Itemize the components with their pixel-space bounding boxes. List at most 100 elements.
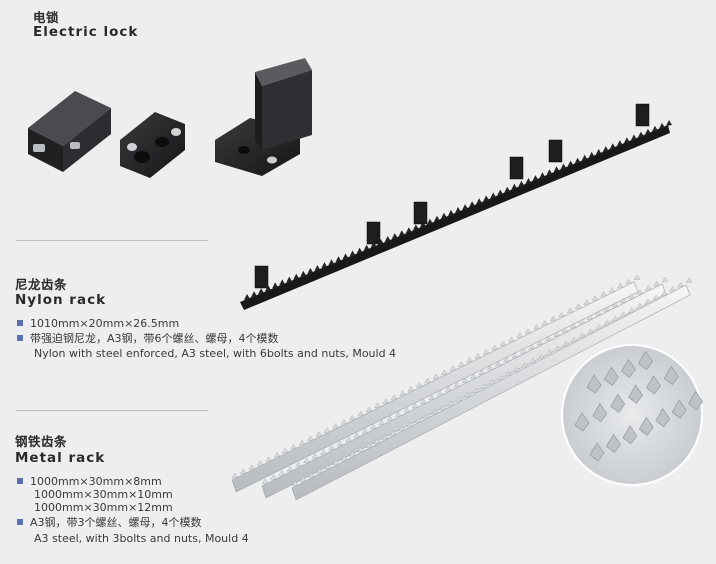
rack-tooth xyxy=(273,452,281,458)
rack-tooth xyxy=(539,172,546,179)
rack-tooth xyxy=(265,285,272,292)
rack-tooth xyxy=(569,322,577,329)
rack-tooth xyxy=(521,362,529,368)
rack-tooth xyxy=(619,311,627,318)
rack-tooth xyxy=(308,472,315,478)
rack-tooth xyxy=(600,291,607,297)
rack-tooth xyxy=(323,427,331,433)
metal-spec-size-2: 1000mm×30mm×10mm xyxy=(34,488,173,501)
rack-tooth xyxy=(399,390,406,396)
rack-tooth xyxy=(369,423,377,430)
rack-tooth xyxy=(653,280,661,287)
rack-tooth xyxy=(496,374,504,381)
rack-tooth xyxy=(299,476,307,483)
rack-tooth xyxy=(567,160,574,167)
rack-tooth xyxy=(336,440,344,447)
rack-tooth xyxy=(349,250,356,257)
rack-tooth xyxy=(316,467,323,474)
rack-tooth xyxy=(256,460,264,466)
rack-tooth xyxy=(419,221,426,228)
rack-tooth xyxy=(357,446,365,453)
rack-tooth xyxy=(561,327,569,333)
rack-tooth xyxy=(529,357,537,364)
rack-tooth xyxy=(474,353,482,359)
rack-tooth xyxy=(315,431,323,438)
rack-tooth xyxy=(619,297,627,304)
rack-tooth xyxy=(378,419,386,426)
rack-tooth xyxy=(463,391,471,398)
rack-tooth xyxy=(365,442,373,449)
rack-tooth xyxy=(415,381,423,388)
rack-tooth xyxy=(303,457,311,464)
rack-tooth xyxy=(461,377,469,384)
nylon-spec-zh: 带强迫钢尼龙，A3钢，带6个螺丝、螺母，4个模数 xyxy=(17,332,279,346)
rack-tooth xyxy=(286,276,293,283)
rack-tooth xyxy=(472,387,479,394)
rack-tooth xyxy=(499,340,507,347)
rack-tooth xyxy=(666,120,672,126)
rack-tooth xyxy=(444,386,452,392)
rack-tooth xyxy=(553,331,561,337)
rack-tooth xyxy=(455,207,461,213)
rack-tooth xyxy=(554,345,562,351)
rack-tooth xyxy=(603,319,611,326)
rack-tooth xyxy=(344,436,352,443)
rack-tooth xyxy=(478,369,486,375)
rack-tooth xyxy=(630,134,637,141)
rack-tooth xyxy=(549,315,557,322)
rack-tooth xyxy=(328,444,336,451)
rack-tooth xyxy=(504,186,511,193)
rack-tooth xyxy=(353,432,361,438)
rack-tooth xyxy=(637,131,644,138)
rack-tooth xyxy=(335,256,342,263)
rack-tooth xyxy=(636,303,644,309)
rack-tooth xyxy=(519,348,527,354)
rack-tooth xyxy=(511,183,518,190)
rack-tooth xyxy=(239,468,247,475)
rack-tooth xyxy=(558,311,565,318)
rack-tooth xyxy=(361,428,369,434)
rack-tooth xyxy=(546,349,553,356)
rack-tooth xyxy=(386,415,394,422)
rack-tooth xyxy=(578,332,586,339)
rack-tooth xyxy=(528,343,536,350)
rack-tooth xyxy=(669,286,676,292)
rack-tooth xyxy=(583,299,591,306)
rack-tooth xyxy=(623,137,630,144)
rack-tooth xyxy=(609,143,616,150)
bullet-icon xyxy=(17,519,23,525)
rack-tooth xyxy=(286,466,294,472)
bullet-icon xyxy=(17,478,23,484)
rack-tooth xyxy=(279,279,286,286)
rack-tooth xyxy=(494,360,502,367)
rack-tooth xyxy=(281,447,289,454)
rack-tooth xyxy=(469,201,476,208)
rack-tooth xyxy=(272,282,279,289)
metal-spec-size-1: 1000mm×30mm×8mm xyxy=(17,475,162,489)
lens-tooth xyxy=(628,384,643,404)
rack-tooth xyxy=(588,151,595,158)
rack-tooth xyxy=(319,449,327,455)
rack-tooth xyxy=(491,344,498,351)
rack-tooth xyxy=(546,169,553,176)
rack-tooth xyxy=(516,332,524,339)
rack-tooth xyxy=(480,383,488,389)
rack-tooth xyxy=(486,365,494,371)
rack-tooth xyxy=(616,282,624,289)
rack-tooth xyxy=(536,339,544,346)
rack-tooth xyxy=(332,459,340,466)
rack-tooth xyxy=(591,295,599,301)
rack-tooth xyxy=(251,291,258,298)
rack-tooth xyxy=(439,404,447,411)
rack-tooth xyxy=(625,278,632,285)
rack-tooth xyxy=(436,390,444,396)
nylon-rack-title-en: Nylon rack xyxy=(15,292,107,308)
rack-tooth xyxy=(490,192,497,199)
rack-tooth xyxy=(414,417,422,423)
rack-tooth xyxy=(628,293,636,300)
electric-lock-title-zh: 电锁 xyxy=(33,10,60,25)
rack-tooth xyxy=(440,212,447,219)
rack-tooth xyxy=(661,276,669,283)
